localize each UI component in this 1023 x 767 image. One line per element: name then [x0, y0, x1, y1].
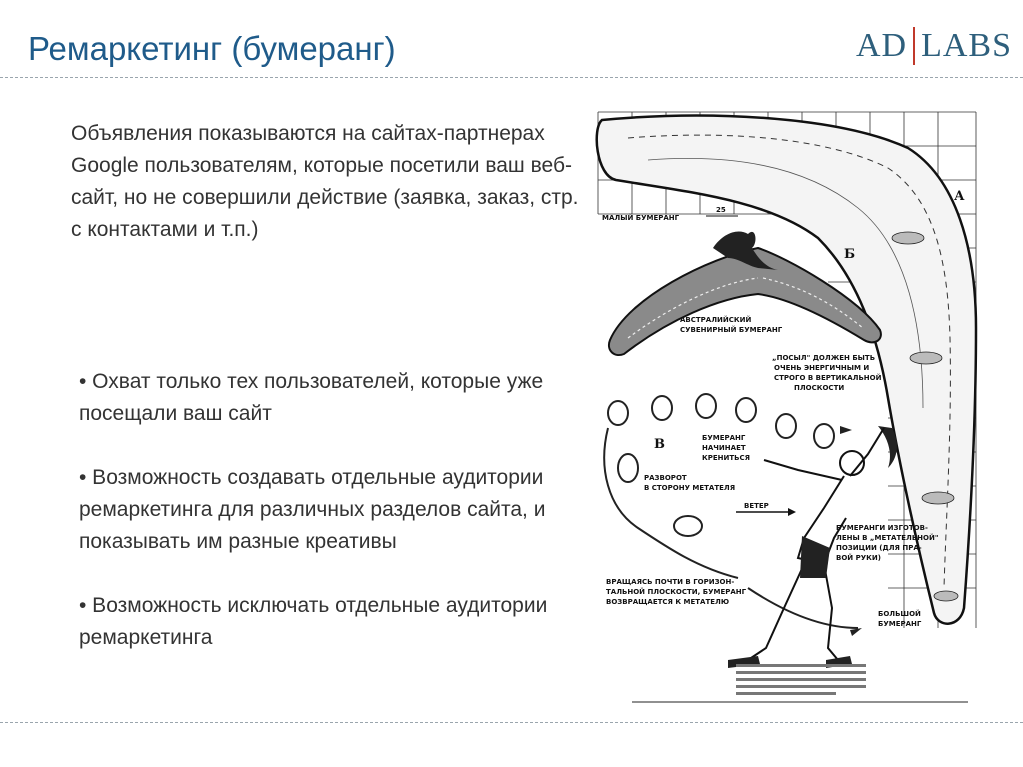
made-label-1: БУМЕРАНГИ ИЗГОТОВ-	[836, 524, 928, 532]
flight-path-spirals	[603, 393, 859, 629]
thrower-figure	[747, 427, 885, 661]
dimension-label: 25	[716, 206, 726, 214]
return-label-3: ВОЗВРАЩАЕТСЯ К МЕТАТЕЛЮ	[606, 598, 729, 606]
souvenir-label-1: АВСТРАЛИЙСКИЙ	[680, 315, 751, 324]
bullet-item: • Возможность создавать отдельные аудито…	[79, 466, 546, 553]
boomerang-illustration: 25 МАЛЫЙ БУМЕРАНГ АВСТРАЛИЙСКИЙ СУВЕНИРН…	[588, 108, 983, 705]
letter-a-label: А	[954, 189, 965, 204]
logo-right: LABS	[921, 27, 1013, 64]
made-label-4: ВОЙ РУКИ)	[836, 553, 881, 562]
large-boomerang-shape	[595, 114, 978, 625]
return-label-2: ТАЛЬНОЙ ПЛОСКОСТИ, БУМЕРАНГ	[606, 587, 747, 596]
return-label-1: ВРАЩАЯСЬ ПОЧТИ В ГОРИЗОН-	[606, 578, 734, 586]
made-label-3: ПОЗИЦИИ (ДЛЯ ПРА-	[836, 544, 922, 552]
turn-label-2: В СТОРОНУ МЕТАТЕЛЯ	[644, 484, 735, 492]
small-boomerang-label: МАЛЫЙ БУМЕРАНГ	[602, 213, 680, 222]
souvenir-label-2: СУВЕНИРНЫЙ БУМЕРАНГ	[680, 325, 783, 334]
page-title: Ремаркетинг (бумеранг)	[28, 30, 396, 67]
wind-label: ВЕТЕР	[744, 502, 769, 510]
letter-v-label: В	[654, 437, 665, 452]
throw-label-1: „ПОСЫЛ" ДОЛЖЕН БЫТЬ	[772, 354, 875, 362]
tilt-label-3: КРЕНИТЬСЯ	[702, 454, 750, 462]
letter-b-label: Б	[844, 247, 855, 262]
boomerang-drawing: 25 МАЛЫЙ БУМЕРАНГ АВСТРАЛИЙСКИЙ СУВЕНИРН…	[595, 111, 978, 703]
bullet-item: • Возможность исключать отдельные аудито…	[79, 594, 548, 649]
bullet-list: • Охват только тех пользователей, которы…	[79, 366, 584, 686]
tilt-label-2: НАЧИНАЕТ	[702, 444, 746, 452]
throw-label-4: ПЛОСКОСТИ	[794, 384, 844, 392]
big-boomerang-label-2: БУМЕРАНГ	[878, 620, 922, 628]
adlabs-logo: AD LABS	[856, 26, 1012, 66]
made-label-2: ЛЕНЫ В „МЕТАТЕЛЬНОЙ"	[836, 533, 938, 542]
big-boomerang-label-1: БОЛЬШОЙ	[878, 609, 921, 618]
header-divider	[0, 77, 1023, 78]
footer-divider	[0, 722, 1023, 723]
throw-label-2: ОЧЕНЬ ЭНЕРГИЧНЫМ И	[774, 364, 869, 372]
figure-caption-block	[736, 664, 866, 695]
logo-separator	[913, 27, 916, 65]
bullet-item: • Охват только тех пользователей, которы…	[79, 370, 544, 425]
turn-label-1: РАЗВОРОТ	[644, 474, 687, 482]
throw-label-3: СТРОГО В ВЕРТИКАЛЬНОЙ	[774, 373, 882, 382]
intro-paragraph: Объявления показываются на сайтах-партне…	[71, 122, 579, 241]
logo-left: AD	[856, 27, 908, 64]
tilt-label-1: БУМЕРАНГ	[702, 434, 746, 442]
